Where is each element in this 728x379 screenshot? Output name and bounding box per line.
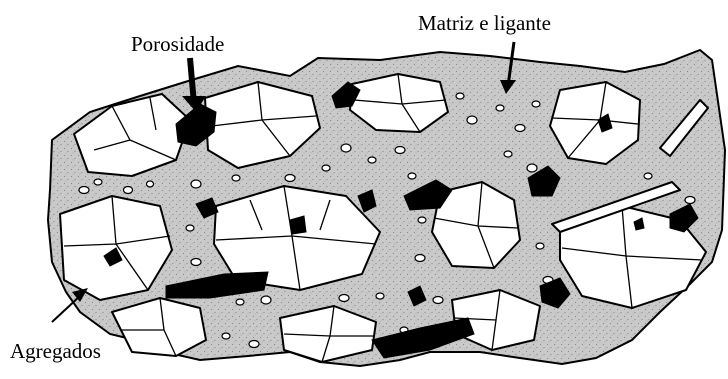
fine-particle (456, 93, 464, 99)
fine-particle (232, 175, 240, 181)
fine-particle (418, 217, 426, 223)
fine-particle (368, 157, 376, 163)
fine-particle (339, 295, 349, 302)
fine-particle (94, 179, 102, 185)
fine-particle (504, 151, 512, 157)
fine-particle (395, 147, 405, 154)
fine-particle (685, 197, 695, 204)
fine-particle (527, 164, 537, 172)
fine-particle (376, 293, 384, 299)
fine-particle (79, 187, 89, 194)
fine-particle (536, 243, 544, 249)
fine-particle (515, 125, 525, 132)
fine-particle (191, 180, 201, 188)
fine-particle (341, 144, 351, 152)
fine-particle (147, 181, 154, 187)
fine-particle (186, 225, 194, 231)
label-porosity: Porosidade (131, 32, 224, 56)
fine-particle (433, 297, 443, 304)
fine-particle (261, 296, 271, 304)
fine-particle (222, 333, 230, 339)
fine-particle (496, 105, 504, 111)
arrow-aggregates (52, 296, 80, 322)
fine-particle (322, 165, 330, 171)
fine-particle (408, 173, 416, 179)
fine-particle (249, 341, 259, 348)
fine-particle (236, 299, 244, 305)
fine-particle (532, 101, 540, 107)
fine-particle (285, 175, 295, 182)
label-matrix-binder: Matriz e ligante (418, 11, 551, 35)
label-aggregates: Agregados (10, 339, 101, 363)
fine-particle (415, 255, 425, 262)
fine-particle (467, 116, 477, 124)
fine-particle (644, 173, 652, 179)
fine-particle (191, 259, 201, 266)
fine-particle (124, 187, 133, 194)
